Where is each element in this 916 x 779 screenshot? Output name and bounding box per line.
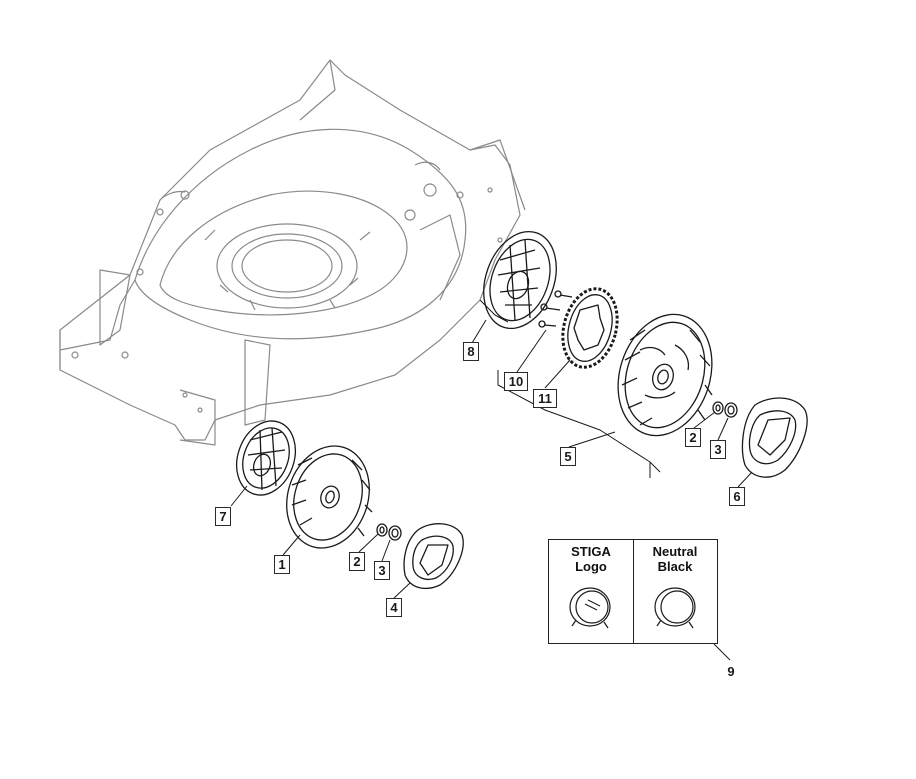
gear-cover-plate bbox=[479, 230, 557, 330]
callout-6: 6 bbox=[729, 487, 745, 506]
washer-nut-right bbox=[712, 401, 738, 418]
callout-3-right: 3 bbox=[710, 440, 726, 459]
leader-lines bbox=[230, 319, 753, 661]
rear-wheel-assembly bbox=[479, 230, 808, 478]
hub-cap-left bbox=[403, 523, 464, 589]
stiga-logo-cap-icon bbox=[569, 587, 611, 629]
rear-wheel bbox=[617, 313, 713, 437]
legend-neutral-black-line2: Black bbox=[657, 559, 693, 574]
front-wheel bbox=[286, 445, 373, 549]
legend-stiga-logo: STIGA Logo bbox=[549, 540, 634, 643]
washer-nut-left bbox=[376, 523, 402, 541]
legend-neutral-black: Neutral Black bbox=[633, 540, 717, 643]
gear-ring bbox=[561, 287, 619, 369]
legend-neutral-black-line1: Neutral bbox=[652, 544, 698, 559]
mower-deck bbox=[59, 59, 526, 446]
callout-5: 5 bbox=[560, 447, 576, 466]
front-cover-plate bbox=[236, 420, 296, 496]
callout-8: 8 bbox=[463, 342, 479, 361]
callout-11: 11 bbox=[533, 389, 557, 408]
legend-stiga-logo-line2: Logo bbox=[575, 559, 607, 574]
callout-10: 10 bbox=[504, 372, 528, 391]
callout-2-left: 2 bbox=[349, 552, 365, 571]
callout-4: 4 bbox=[386, 598, 402, 617]
callout-2-right: 2 bbox=[685, 428, 701, 447]
hub-cap-right bbox=[741, 397, 808, 478]
callout-9: 9 bbox=[727, 664, 735, 679]
legend-stiga-logo-line1: STIGA bbox=[571, 544, 611, 559]
callout-1: 1 bbox=[274, 555, 290, 574]
cap-options-legend: STIGA Logo Neutral Black bbox=[548, 539, 718, 644]
callout-7: 7 bbox=[215, 507, 231, 526]
neutral-black-cap-icon bbox=[654, 587, 696, 629]
screws bbox=[538, 290, 573, 328]
front-wheel-assembly bbox=[236, 420, 464, 589]
callout-3-left: 3 bbox=[374, 561, 390, 580]
